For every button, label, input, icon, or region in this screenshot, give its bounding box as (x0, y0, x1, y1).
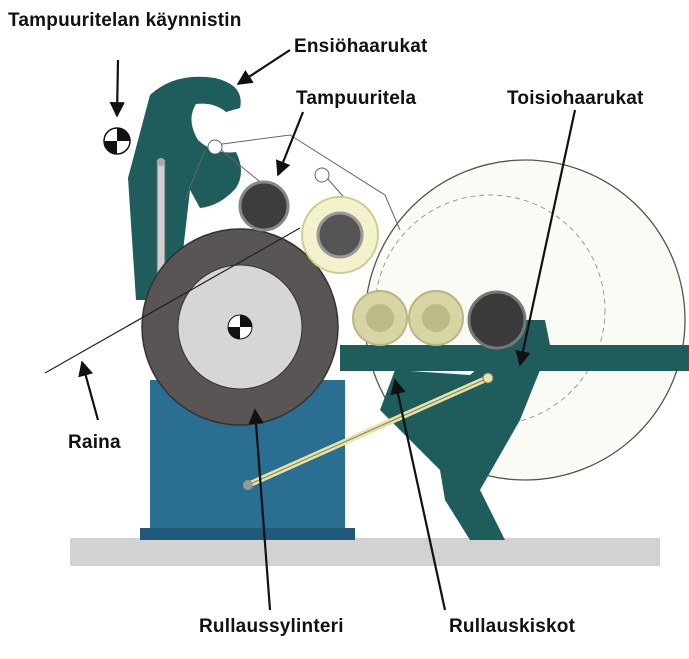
label-secondary-arms: Toisiohaarukat (507, 88, 644, 110)
label-drive: Tampuuritelan käynnistin (8, 10, 242, 32)
label-primary-arms: Ensiöhaarukat (294, 36, 428, 58)
drum-transfer-core (318, 213, 362, 257)
floor (70, 538, 660, 566)
arm-hydraulic-top (157, 158, 165, 166)
drum-rail-1-core (366, 304, 394, 332)
drum-rail-2-core (422, 304, 450, 332)
rail-hydraulic-foot (243, 480, 253, 490)
drum-primary (240, 182, 288, 230)
base-plate (140, 528, 355, 540)
drive-symbol (104, 128, 130, 154)
label-reel-cylinder: Rullaussylinteri (199, 616, 344, 638)
rail-hydraulic-end (483, 373, 493, 383)
reel-cylinder-center (228, 315, 252, 339)
label-rails: Rullauskiskot (449, 616, 575, 638)
drum-secondary (469, 292, 525, 348)
label-drum: Tampuuritela (296, 88, 416, 110)
label-web: Raina (68, 432, 121, 454)
